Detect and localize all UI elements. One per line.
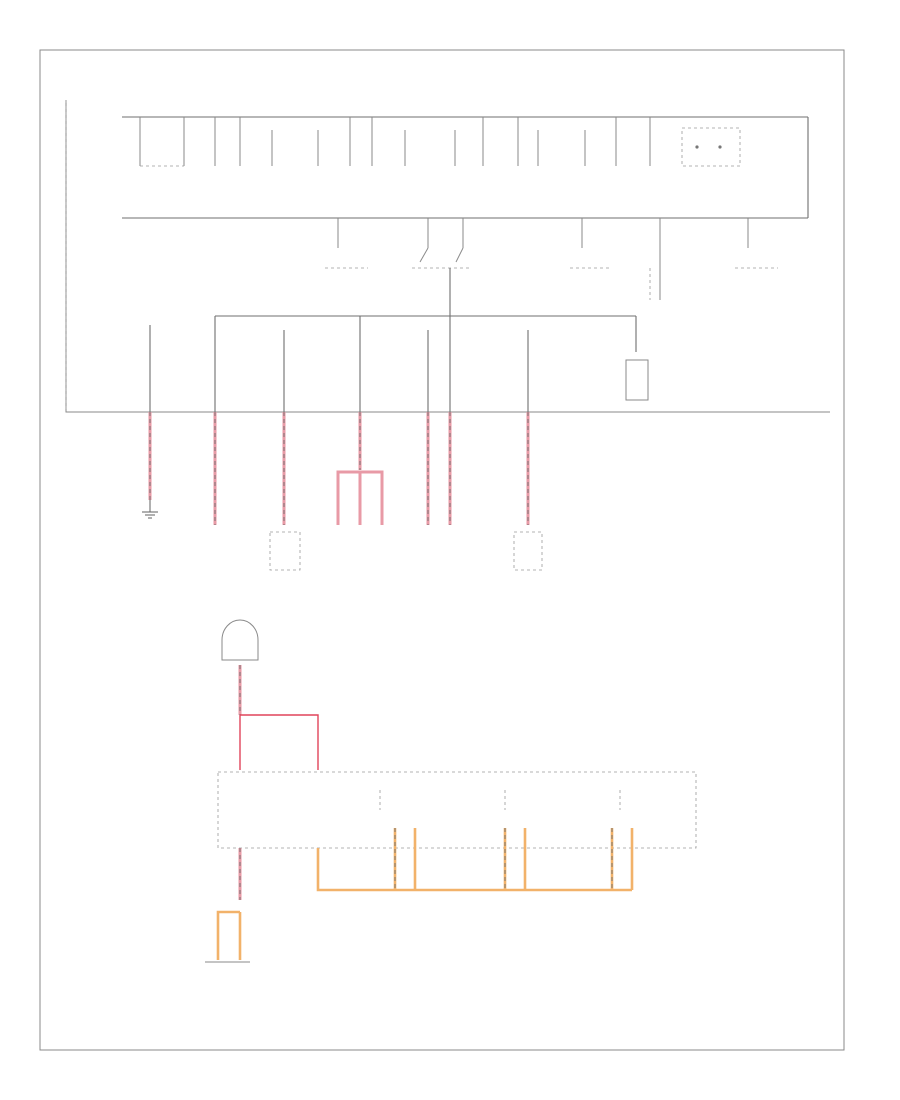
fuse-5 [404,130,456,166]
main-power-box [65,100,830,413]
fuse-1 [139,117,185,167]
relay-row [325,218,778,300]
splice-bar [149,268,649,412]
fuse-7 [537,130,586,166]
relay-1 [325,218,368,269]
pink-wires [148,412,530,525]
fuse-4 [349,117,373,166]
orange-wires [205,828,634,963]
fuse-2 [214,117,241,166]
relay-3 [570,218,612,269]
bottom-feed [221,619,319,770]
top-bus [122,116,809,219]
fuse-3 [271,130,319,166]
fuse-8 [615,117,651,166]
bottom-connector-box [217,771,697,849]
fuse-9 [681,127,741,167]
ground-icon [142,500,158,519]
lower-connectors [269,531,543,571]
top-fuse-row [139,117,741,167]
relay-5 [735,218,778,269]
relay-4 [649,218,661,300]
relay-2 [412,218,470,269]
page-frame [39,49,845,1051]
fuse-6 [482,117,519,166]
